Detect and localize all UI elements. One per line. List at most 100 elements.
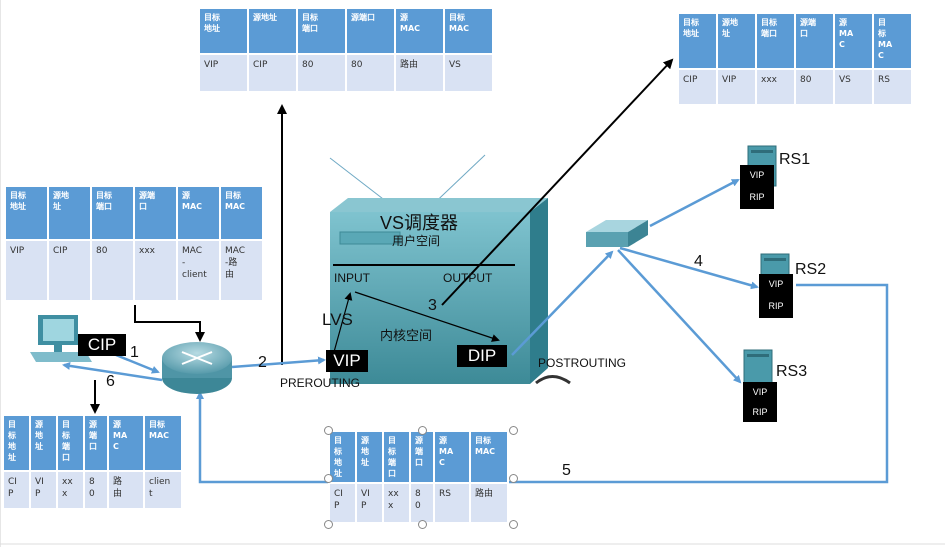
- table-cell: CI P: [330, 484, 355, 522]
- table-cell: VI P: [31, 472, 56, 508]
- rs2-label: RS2: [795, 261, 827, 278]
- th-dst-mac: 目标 MAC: [471, 432, 507, 482]
- flow-switch-rs3: [617, 249, 742, 384]
- th-src-port: 源端 口: [135, 187, 176, 239]
- table-cell: 8 0: [85, 472, 107, 508]
- th-dst-mac: 目标 MAC: [221, 187, 262, 239]
- table-cell: 路由: [471, 484, 507, 522]
- table-cell: RS: [435, 484, 469, 522]
- th-dst-mac: 目 标 MA C: [874, 14, 911, 68]
- flow-rs2-return: [196, 283, 889, 484]
- rs3-label: RS3: [776, 363, 808, 380]
- table-cell: clien t: [145, 472, 181, 508]
- th-src-addr: 源地 址: [718, 14, 755, 68]
- lvs-label: LVS: [322, 310, 353, 329]
- flow-switch-rs1: [649, 178, 740, 228]
- selection-handle[interactable]: [324, 520, 333, 529]
- step-5-label: 5: [562, 462, 571, 479]
- th-dst-port: 目 标 端 口: [58, 416, 83, 470]
- step-3-label: 3: [428, 297, 437, 314]
- table-cell: xxx: [757, 70, 794, 104]
- th-src-port: 源 端 口: [411, 432, 433, 482]
- lvs-arrow: [333, 292, 353, 353]
- th-dst-addr: 目标 地址: [6, 187, 47, 239]
- flow-router-client: [62, 361, 163, 382]
- table-cell: CIP: [249, 55, 296, 91]
- th-src-port: 源端口: [347, 9, 394, 53]
- switch-icon: [586, 220, 648, 247]
- table-cell: 80: [298, 55, 345, 91]
- rs3-rip-box: RIP: [743, 402, 777, 422]
- table-cell: MAC -路 由: [221, 241, 262, 300]
- vip-label: VIP: [326, 350, 368, 372]
- rs3-vip-box: VIP: [743, 382, 777, 402]
- table-cell: xxx: [135, 241, 176, 300]
- th-dst-addr: 目标 地址: [679, 14, 716, 68]
- th-src-mac: 源 MA C: [109, 416, 143, 470]
- step-6-label: 6: [106, 373, 115, 390]
- table-cell: VS: [835, 70, 872, 104]
- th-src-port: 源 端 口: [85, 416, 107, 470]
- table-cell: 路 由: [109, 472, 143, 508]
- table-cell: xx x: [384, 484, 409, 522]
- rs2-rip-box: RIP: [759, 296, 793, 318]
- table-cell: CI P: [4, 472, 29, 508]
- step-2-label: 2: [258, 354, 267, 371]
- table-cell: VS: [445, 55, 492, 91]
- selection-handle[interactable]: [509, 474, 518, 483]
- th-dst-port: 目标 端口: [757, 14, 794, 68]
- rs2-vip-box: VIP: [759, 274, 793, 296]
- selection-handle[interactable]: [418, 426, 427, 435]
- packet-table-bottom-left: 目 标 地 址 源 地 址 目 标 端 口 源 端 口 源 MA C 目标 MA…: [2, 414, 183, 510]
- kernel-space-label: 内核空间: [380, 328, 433, 343]
- prerouting-label: PREROUTING: [280, 376, 361, 390]
- table-cell: xx x: [58, 472, 83, 508]
- th-dst-port: 目标 端口: [92, 187, 133, 239]
- step-1-label: 1: [130, 344, 139, 361]
- selection-handle[interactable]: [509, 426, 518, 435]
- th-src-mac: 源 MA C: [435, 432, 469, 482]
- step-4-label: 4: [694, 253, 703, 270]
- user-space-label: 用户空间: [392, 234, 441, 248]
- output-label: OUTPUT: [443, 271, 493, 285]
- flow-client-router: [115, 353, 160, 374]
- th-src-port: 源端 口: [796, 14, 833, 68]
- table-cell: VI P: [357, 484, 382, 522]
- packet-table-left: 目标 地址 源地 址 目标 端口 源端 口 源 MAC 目标 MAC VIP C…: [4, 185, 264, 302]
- selection-handle[interactable]: [324, 474, 333, 483]
- th-src-addr: 源地 址: [49, 187, 90, 239]
- table-cell: 80: [92, 241, 133, 300]
- flow-switch-rs2: [619, 246, 759, 290]
- dip-label: DIP: [457, 345, 507, 367]
- th-dst-addr: 目 标 地 址: [330, 432, 355, 482]
- table-cell: 路由: [396, 55, 443, 91]
- th-dst-port: 目标 端口: [298, 9, 345, 53]
- rs1-rip-box: RIP: [740, 187, 774, 209]
- th-src-mac: 源 MAC: [178, 187, 219, 239]
- rs1-label: RS1: [779, 151, 811, 168]
- th-src-mac: 源 MA C: [835, 14, 872, 68]
- th-dst-addr: 目标 地址: [200, 9, 247, 53]
- table-cell: 80: [796, 70, 833, 104]
- table-cell: 8 0: [411, 484, 433, 522]
- selection-handle[interactable]: [324, 426, 333, 435]
- step3-arrow: [441, 58, 674, 306]
- input-label: INPUT: [334, 271, 370, 285]
- table-cell: VIP: [200, 55, 247, 91]
- postrouting-mark: [535, 375, 571, 385]
- selection-handle[interactable]: [509, 520, 518, 529]
- table-cell: RS: [874, 70, 911, 104]
- table-cell: CIP: [49, 241, 90, 300]
- selection-handle[interactable]: [418, 520, 427, 529]
- table-cell: VIP: [718, 70, 755, 104]
- th-dst-addr: 目 标 地 址: [4, 416, 29, 470]
- table-cell: CIP: [679, 70, 716, 104]
- th-src-addr: 源 地 址: [31, 416, 56, 470]
- th-src-addr: 源 地 址: [357, 432, 382, 482]
- th-src-mac: 源 MAC: [396, 9, 443, 53]
- rs1-vip-box: VIP: [740, 165, 774, 187]
- th-dst-port: 目 标 端 口: [384, 432, 409, 482]
- router-icon: [162, 342, 232, 394]
- table-cell: VIP: [6, 241, 47, 300]
